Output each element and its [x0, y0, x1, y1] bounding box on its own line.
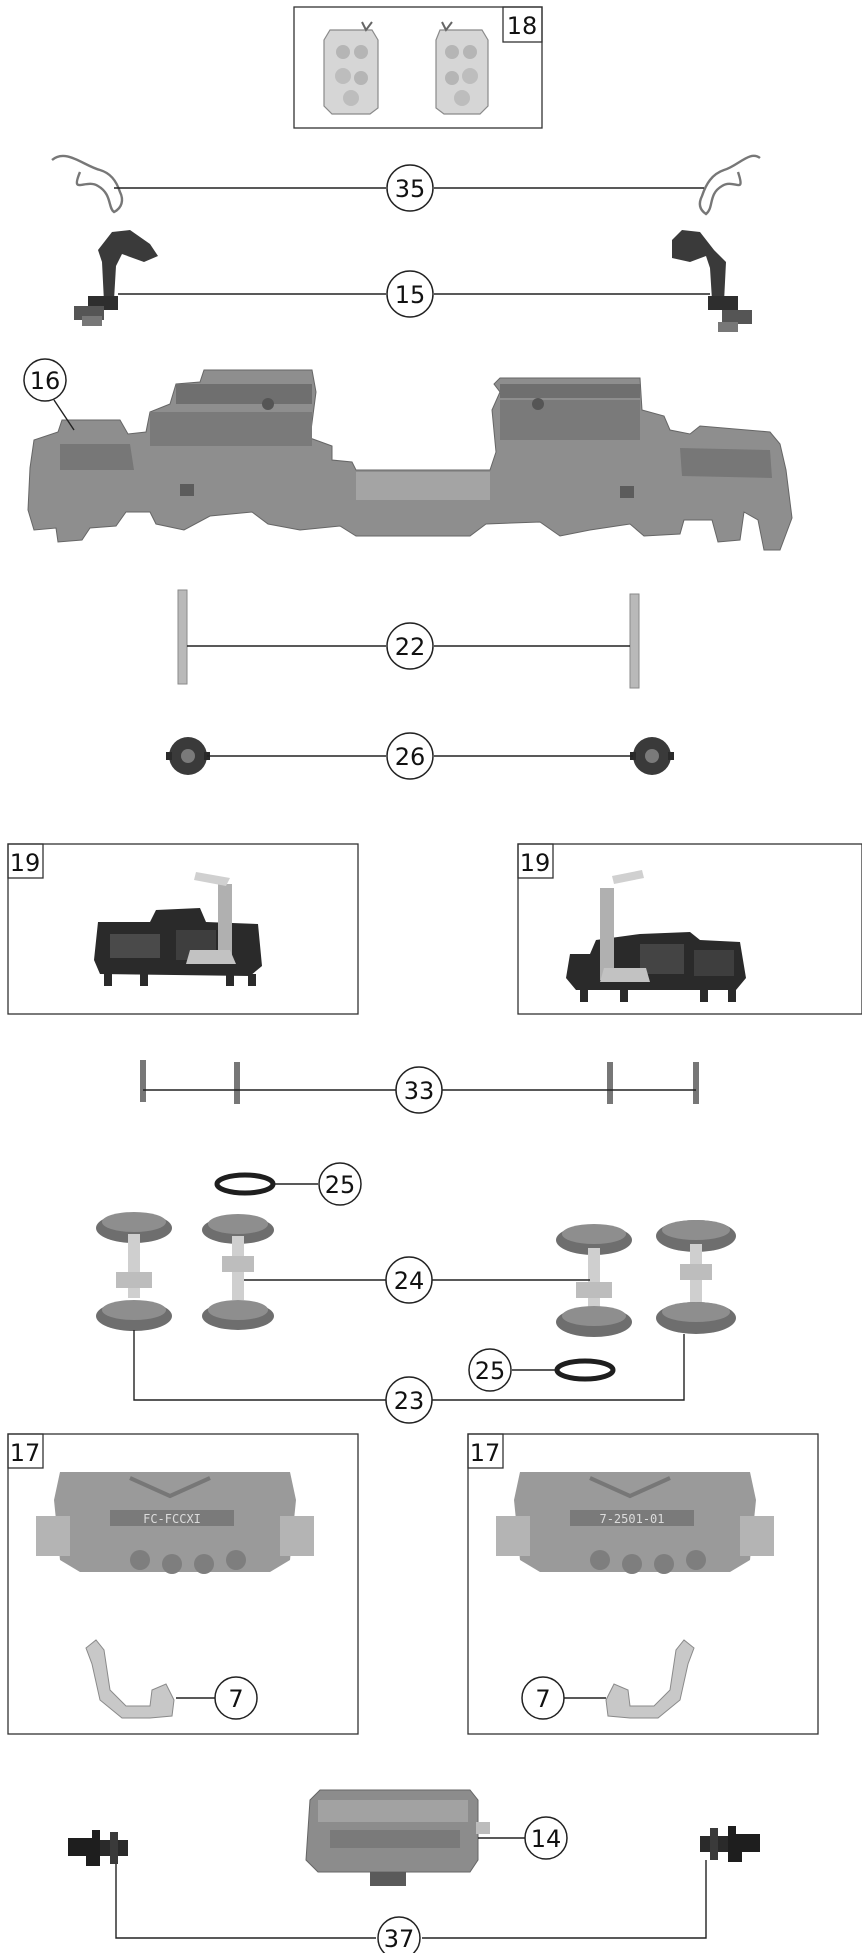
- part-17-left-bogie-frame: [36, 1472, 314, 1574]
- part-19-right-label-box: [517, 843, 554, 879]
- part-19-left-label: 19: [10, 849, 41, 877]
- part-17-right-plate: 7-2501-01: [599, 1512, 664, 1526]
- part-17-left-plate: FC-FCCXI: [143, 1512, 201, 1526]
- part-33-pin-4: [693, 1062, 699, 1104]
- part-33-pin-2: [234, 1062, 240, 1104]
- part-7-right-coupler: [605, 1639, 695, 1719]
- part-14-callout: [524, 1816, 568, 1860]
- part-18-group: 18: [293, 6, 543, 129]
- part-24-callout: [385, 1256, 433, 1304]
- part-16-leader: [53, 399, 75, 431]
- part-17-right-label-box: [467, 1433, 504, 1469]
- part-35-label: 35: [395, 175, 426, 203]
- part-33-callout: [395, 1066, 443, 1114]
- part-17-right-group: 17 7-2501-01 7: [467, 1433, 819, 1735]
- part-37-left-coupler: [68, 1830, 128, 1866]
- part-7-left-label: 7: [228, 1685, 243, 1713]
- part-37-leader-left: [115, 1864, 376, 1939]
- part-22-right-axle: [629, 593, 640, 689]
- part-19-right-gearbox: [566, 870, 746, 1002]
- part-37-right-coupler: [700, 1826, 760, 1862]
- part-25-bottom-callout: [468, 1348, 512, 1392]
- part-17-left-label: 17: [10, 1439, 41, 1467]
- part-17-left-group: 17 FC-FCCXI 7: [7, 1433, 359, 1735]
- part-15-callout: [386, 270, 434, 318]
- wheelsets-group: 24 25 23: [96, 1212, 736, 1424]
- wheelset-4: [656, 1220, 736, 1334]
- part-16-callout: [23, 358, 67, 402]
- part-7-right-callout: [521, 1676, 565, 1720]
- part-33-pin-1: [140, 1060, 146, 1102]
- part-15-label: 15: [395, 281, 426, 309]
- part-25-top-tire: [214, 1172, 276, 1196]
- part-15-group: 15: [74, 230, 752, 332]
- part-23-leader-right: [432, 1334, 685, 1401]
- part-19-right-group: 19: [517, 843, 862, 1015]
- part-14-housing: [305, 1789, 490, 1886]
- part-22-label: 22: [395, 633, 426, 661]
- part-18-left-contact-plate: [323, 21, 379, 115]
- part-33-label: 33: [404, 1077, 435, 1105]
- part-35-callout: [386, 164, 434, 212]
- part-37-callout: [377, 1916, 421, 1953]
- part-17-left-label-box: [7, 1433, 44, 1469]
- part-22-group: 22: [177, 589, 640, 689]
- part-25-top-label: 25: [325, 1171, 356, 1199]
- part-17-left-frame: [7, 1433, 359, 1735]
- part-35-right-spring: [698, 154, 761, 216]
- part-14-group: 14: [305, 1789, 568, 1886]
- part-17-right-frame: [467, 1433, 819, 1735]
- part-22-left-axle: [177, 589, 188, 685]
- part-7-left-callout: [214, 1676, 258, 1720]
- part-35-left-spring: [51, 154, 124, 214]
- part-16-chassis-frame: [27, 369, 793, 551]
- part-24-label: 24: [394, 1267, 425, 1295]
- part-14-label: 14: [531, 1825, 562, 1853]
- part-19-left-gearbox: [94, 872, 262, 986]
- part-19-left-frame: [7, 843, 359, 1015]
- part-25-top-group: 25: [214, 1162, 362, 1206]
- part-15-left-brush-holder: [74, 230, 158, 326]
- part-16-label: 16: [30, 367, 61, 395]
- part-33-group: 33: [140, 1060, 699, 1114]
- part-17-right-label: 17: [470, 1439, 501, 1467]
- part-17-right-bogie-frame: [496, 1472, 774, 1574]
- part-26-callout: [386, 732, 434, 780]
- part-18-frame: [293, 6, 543, 129]
- part-23-label: 23: [394, 1387, 425, 1415]
- part-26-right-gear: [630, 737, 674, 775]
- part-25-bottom-label: 25: [475, 1357, 506, 1385]
- part-25-top-callout: [318, 1162, 362, 1206]
- part-26-label: 26: [395, 743, 426, 771]
- part-26-group: 26: [166, 732, 674, 780]
- wheelset-3: [556, 1224, 632, 1337]
- part-33-pin-3: [607, 1062, 613, 1104]
- part-19-left-group: 19: [7, 843, 359, 1015]
- part-18-label-box: [502, 6, 543, 43]
- part-35-group: 35: [51, 154, 761, 216]
- part-37-group: 37: [68, 1826, 760, 1953]
- part-19-right-label: 19: [520, 849, 551, 877]
- part-25-bottom-tire: [554, 1358, 616, 1382]
- part-26-left-gear: [166, 737, 210, 775]
- part-16-group: 16: [23, 358, 793, 551]
- part-22-callout: [386, 622, 434, 670]
- wheelset-2: [202, 1214, 274, 1330]
- part-7-left-coupler: [85, 1639, 175, 1719]
- part-19-right-frame: [517, 843, 862, 1015]
- wheelset-1: [96, 1212, 172, 1331]
- part-15-right-brush-holder: [672, 230, 752, 332]
- part-19-left-label-box: [7, 843, 44, 879]
- part-7-right-label: 7: [535, 1685, 550, 1713]
- part-23-leader-left: [133, 1330, 386, 1401]
- part-23-callout: [385, 1376, 433, 1424]
- part-37-label: 37: [384, 1925, 415, 1953]
- part-18-label: 18: [507, 12, 538, 40]
- part-37-leader-right: [422, 1860, 707, 1939]
- part-18-right-contact-plate: [435, 21, 489, 115]
